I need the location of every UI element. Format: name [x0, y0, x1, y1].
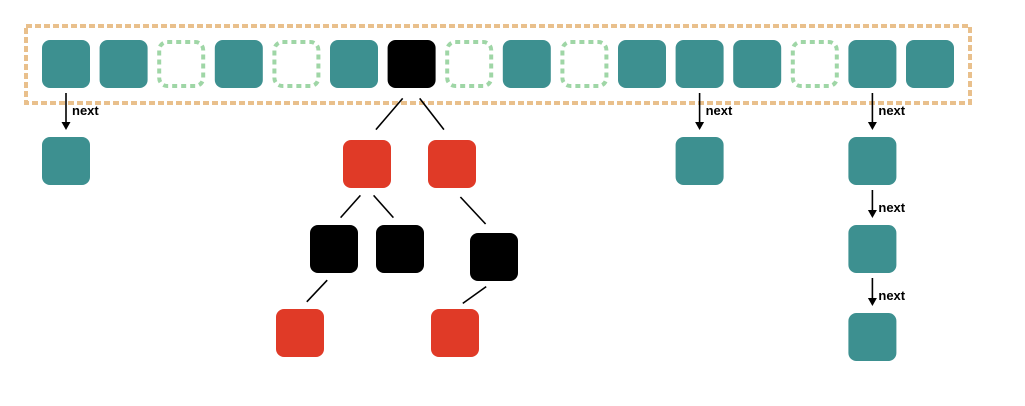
- tree-node-red: [428, 140, 476, 188]
- next-label: next: [878, 288, 905, 303]
- bucket-slot-empty: [445, 40, 494, 88]
- tree-edge: [462, 285, 487, 305]
- bucket-slot-empty: [157, 40, 206, 88]
- tree-edge: [373, 194, 394, 219]
- tree-edge: [459, 196, 487, 225]
- tree-node-black: [470, 233, 518, 281]
- bucket-array-border: [24, 24, 972, 105]
- list-node: [848, 313, 897, 361]
- bucket-slot: [99, 40, 148, 88]
- next-label: next: [878, 103, 905, 118]
- tree-edge: [340, 194, 361, 219]
- bucket-slot-empty: [790, 40, 839, 88]
- tree-node-black: [310, 225, 358, 273]
- next-label: next: [72, 103, 99, 118]
- tree-edge: [419, 97, 445, 131]
- next-arrow-head: [867, 122, 877, 130]
- tree-node-red: [431, 309, 479, 357]
- bucket-slot: [214, 40, 263, 88]
- bucket-slot: [733, 40, 782, 88]
- list-node: [675, 137, 724, 185]
- bucket-slot: [906, 40, 954, 88]
- next-arrow-head: [867, 298, 877, 306]
- linked-list-chains: next next next next next: [42, 93, 906, 361]
- list-node: [42, 137, 90, 185]
- next-arrow-head: [867, 210, 877, 218]
- tree-edge: [306, 279, 328, 303]
- tree-node-black: [376, 225, 424, 273]
- bucket-slot: [675, 40, 724, 88]
- tree-node-red: [343, 140, 391, 188]
- tree-node-red: [276, 309, 324, 357]
- bucket-slot-empty: [272, 40, 321, 88]
- bucket-slot: [387, 40, 436, 88]
- next-label: next: [706, 103, 733, 118]
- next-label: next: [878, 200, 905, 215]
- bucket-slot: [618, 40, 666, 88]
- next-arrow-head: [61, 122, 71, 130]
- tree-edge: [375, 97, 404, 131]
- bucket-slot: [502, 40, 551, 88]
- bucket-slot: [330, 40, 378, 88]
- bucket-slot: [848, 40, 897, 88]
- next-arrow-head: [695, 122, 705, 130]
- list-node: [848, 225, 897, 273]
- red-black-tree: [276, 97, 518, 357]
- bucket-slot: [42, 40, 90, 88]
- bucket-array: [42, 40, 954, 88]
- list-node: [848, 137, 897, 185]
- bucket-slot-empty: [560, 40, 609, 88]
